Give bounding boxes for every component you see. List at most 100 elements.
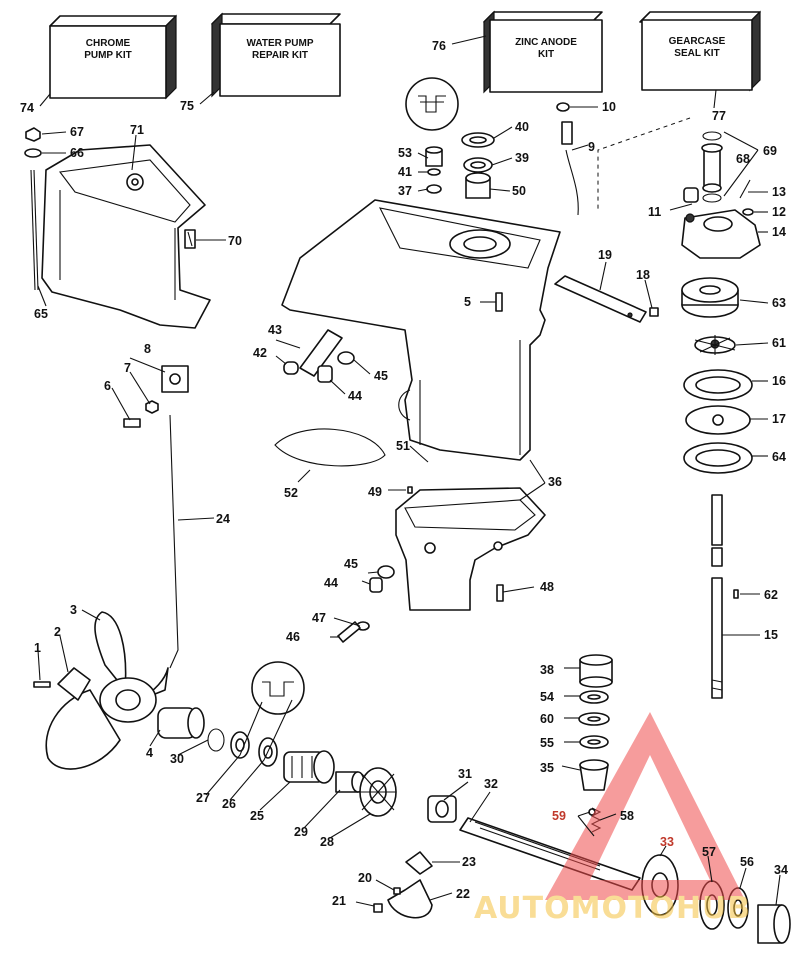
callout-59: 59 [552,809,566,823]
callout-64: 64 [772,450,786,464]
callout-21: 21 [332,894,346,908]
callout-70: 70 [228,234,242,248]
bearing-housing-25 [283,750,335,784]
callout-36: 36 [548,475,562,489]
callout-61: 61 [772,336,786,350]
callout-54: 54 [540,690,554,704]
callout-4: 4 [146,746,153,760]
callout-42: 42 [253,346,267,360]
washer-41 [427,168,441,176]
tube-68 [701,143,723,193]
nut-7 [145,400,159,414]
callout-66: 66 [70,146,84,160]
seal-stack-40 [461,132,495,148]
washer-54 [579,690,609,704]
callout-23: 23 [462,855,476,869]
callout-12: 12 [772,205,786,219]
pin-49 [407,486,413,494]
callout-24: 24 [216,512,230,526]
washer-45-bottom [377,565,395,579]
callout-65: 65 [34,307,48,321]
callout-14: 14 [772,225,786,239]
kit-label-line1: ZINC ANODE [515,37,577,48]
bushing-50 [465,172,491,199]
callout-40: 40 [515,120,529,134]
callout-56: 56 [740,855,754,869]
driveshaft-15 [711,494,723,699]
callout-7: 7 [124,361,131,375]
callout-22: 22 [456,887,470,901]
callout-39: 39 [515,151,529,165]
kit-label-line1: WATER PUMP [246,38,313,49]
seal-39 [463,157,493,173]
callout-63: 63 [772,296,786,310]
kit-label-line2: REPAIR KIT [252,50,308,61]
callout-71: 71 [130,123,144,137]
driveshaft-housing [281,199,561,461]
callout-26: 26 [222,797,236,811]
gearcase [395,487,546,611]
watermark-text: AUTOMOTOHUB [474,891,751,926]
callout-8: 8 [144,342,151,356]
callout-53: 53 [398,146,412,160]
seal-27 [230,731,250,759]
callout-60: 60 [540,712,554,726]
o-ring-69-bottom [702,193,722,203]
callout-49: 49 [368,485,382,499]
callouts: 74 75 76 77 67 66 71 70 65 40 39 50 53 4… [20,39,788,908]
callout-69: 69 [763,144,777,158]
screw-21 [373,903,383,913]
callout-50: 50 [512,184,526,198]
callout-51: 51 [396,439,410,453]
screw-6 [123,418,141,428]
kit-label-line2: SEAL KIT [674,48,719,59]
shift-rod-24 [169,414,179,669]
bearing-34 [757,904,791,944]
callout-62: 62 [764,588,778,602]
callout-38: 38 [540,663,554,677]
gasket-64 [683,442,753,474]
nut-67 [25,127,41,142]
kit-box-chrome-pump: CHROME PUMP KIT [49,14,177,100]
spacer-4 [157,707,205,739]
callout-46: 46 [286,630,300,644]
long-stud [30,169,39,291]
callout-17: 17 [772,412,786,426]
callout-19: 19 [598,248,612,262]
callout-44: 44 [348,389,362,403]
callout-11: 11 [648,205,661,219]
callout-9: 9 [588,140,595,154]
anode-19 [554,275,647,323]
callout-1: 1 [34,641,41,655]
callout-67: 67 [70,125,84,139]
propeller-3 [45,611,169,770]
pin-62 [733,589,739,599]
callout-28: 28 [320,835,334,849]
callout-27: 27 [196,791,210,805]
pin-51 [419,454,429,463]
callout-45: 45 [374,369,388,383]
kit-label-line1: CHROME [86,38,131,49]
callout-25: 25 [250,809,264,823]
gear-28 [359,767,397,817]
seal-detail-circle [405,77,459,131]
callout-18: 18 [636,268,650,282]
screw-46 [337,621,361,643]
o-ring-69-top [702,131,722,141]
gasket-16 [683,369,753,401]
callout-74: 74 [20,101,34,115]
screw-48 [496,584,504,602]
screw-18 [649,307,659,317]
callout-35: 35 [540,761,554,775]
screw-44-top [317,365,333,383]
pin-20 [393,887,401,895]
cotter-pin-1 [33,681,51,688]
callout-55: 55 [540,736,554,750]
impeller-61 [694,335,736,355]
grommet-11 [683,187,699,203]
bracket-8 [161,365,189,393]
clutch-dog-31 [427,795,457,823]
pinion-35 [579,759,609,791]
callout-33: 33 [660,835,674,849]
